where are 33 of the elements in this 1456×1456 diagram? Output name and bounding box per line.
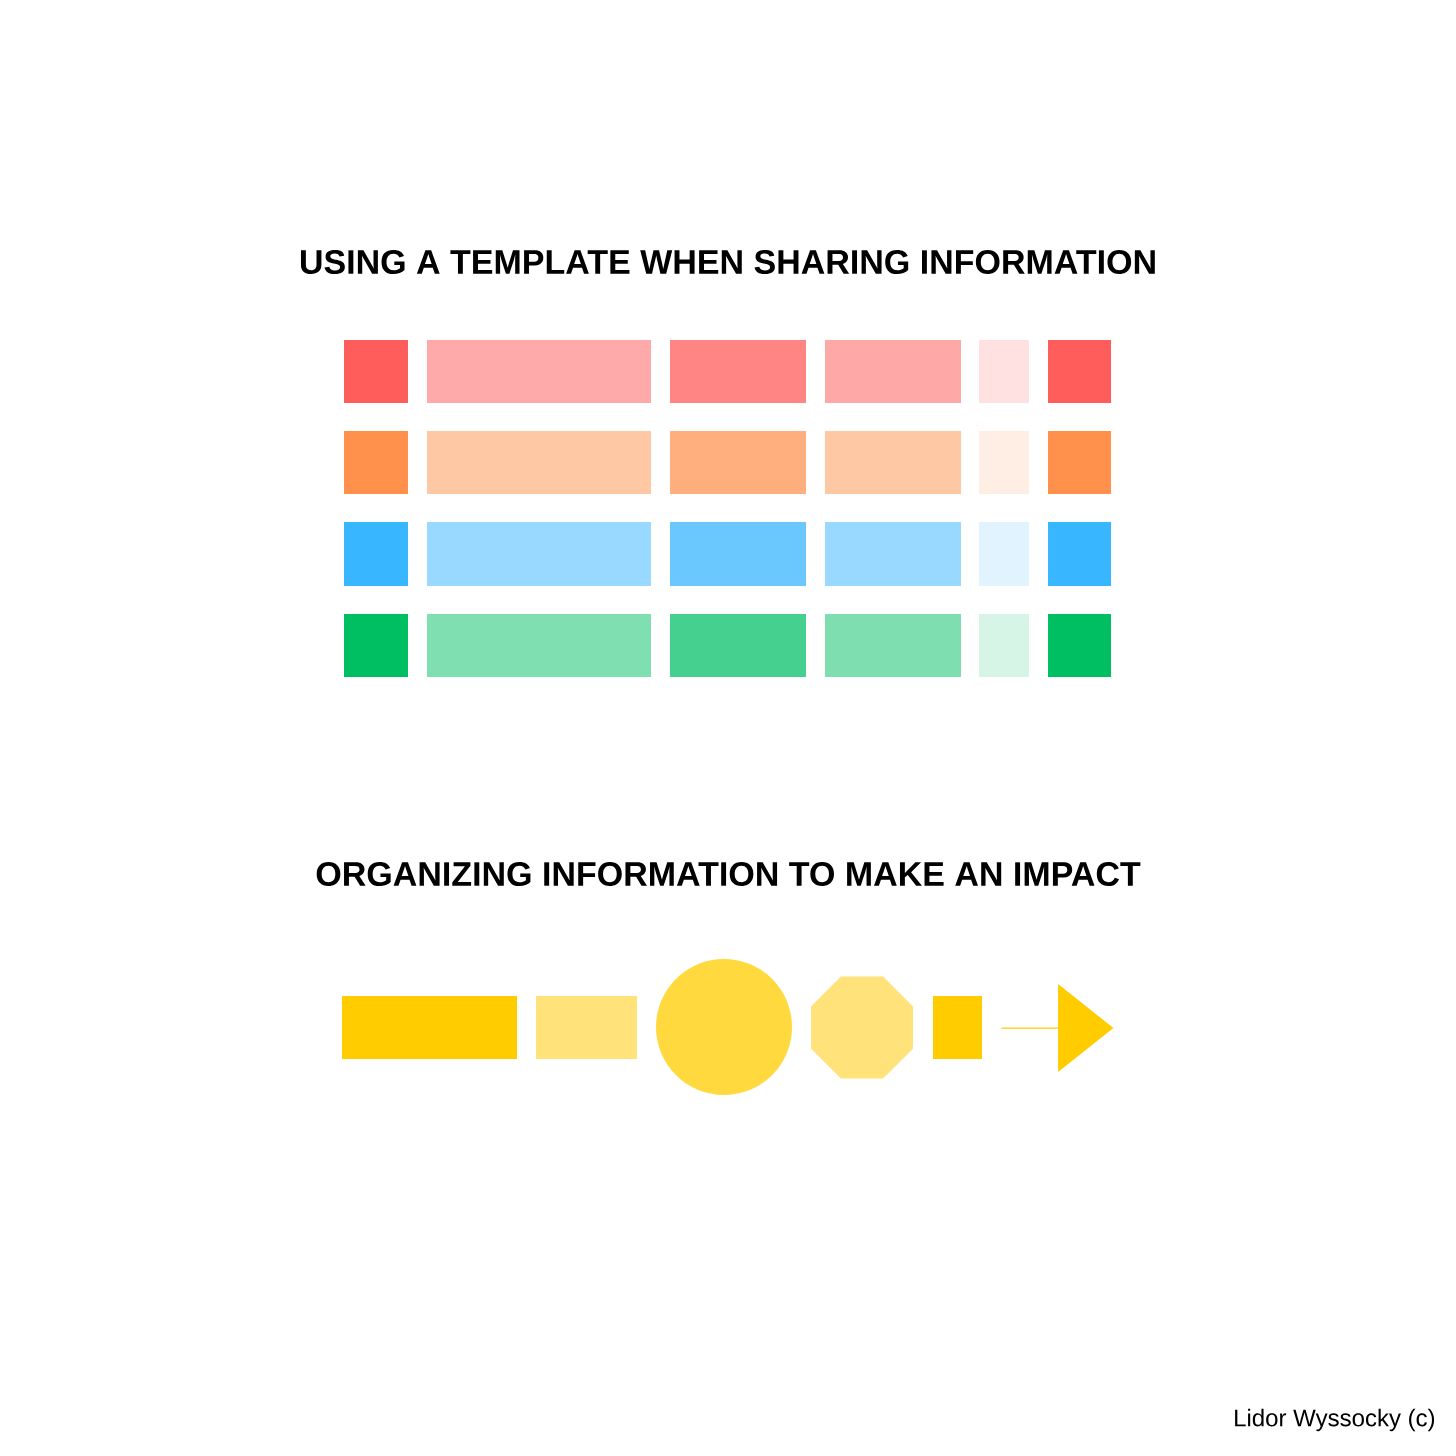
block [825, 431, 961, 494]
block [670, 340, 806, 403]
block [536, 996, 637, 1059]
block [979, 431, 1029, 494]
block [825, 522, 961, 586]
block [344, 614, 408, 677]
block [1048, 614, 1111, 677]
block [670, 614, 806, 677]
block [427, 522, 651, 586]
block [979, 614, 1029, 677]
block [427, 340, 651, 403]
block [979, 340, 1029, 403]
heading: USING A TEMPLATE WHEN SHARING INFORMATION [300, 249, 1155, 275]
block-arrow [1001, 984, 1114, 1072]
block [825, 340, 961, 403]
block [979, 522, 1029, 586]
block [427, 614, 651, 677]
heading: ORGANIZING INFORMATION TO MAKE AN IMPACT [316, 861, 1141, 887]
block [344, 340, 408, 403]
block [342, 996, 517, 1059]
block [344, 522, 408, 586]
block [1048, 340, 1111, 403]
block [825, 614, 961, 677]
block [1048, 522, 1111, 586]
circle-shape [656, 959, 792, 1095]
block [427, 431, 651, 494]
block [670, 522, 806, 586]
block [670, 431, 806, 494]
block [933, 996, 982, 1059]
credit: Lidor Wyssocky (c) [1235, 1408, 1435, 1432]
octagon-shape [811, 976, 913, 1079]
block [344, 431, 408, 494]
block [1048, 431, 1111, 494]
